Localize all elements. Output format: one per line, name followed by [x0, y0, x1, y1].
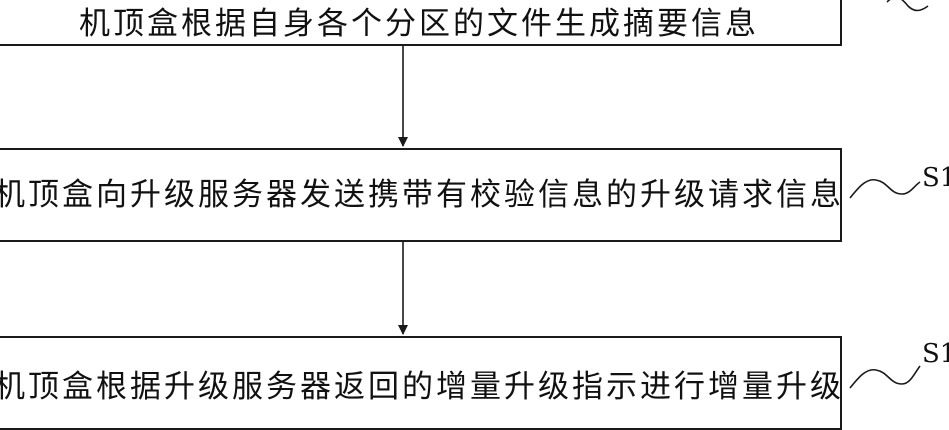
step-text-1: 机顶盒根据自身各个分区的文件生成摘要信息: [79, 5, 759, 42]
leader-step1: [886, 0, 929, 12]
step-label-2: S1: [922, 163, 949, 193]
step-label-3: S1: [922, 339, 949, 369]
step-text-2: 机顶盒向升级服务器发送携带有校验信息的升级请求信息: [0, 176, 842, 213]
step-text-3: 机顶盒根据升级服务器返回的增量升级指示进行增量升级: [0, 368, 842, 405]
step-box-2: 机顶盒向升级服务器发送携带有校验信息的升级请求信息: [0, 148, 842, 242]
leader-step3: [849, 365, 921, 389]
flowchart-connectors: [398, 0, 929, 389]
step-box-1: 机顶盒根据自身各个分区的文件生成摘要信息: [0, 0, 842, 46]
leader-step2: [849, 178, 921, 199]
step-box-3: 机顶盒根据升级服务器返回的增量升级指示进行增量升级: [0, 336, 842, 430]
